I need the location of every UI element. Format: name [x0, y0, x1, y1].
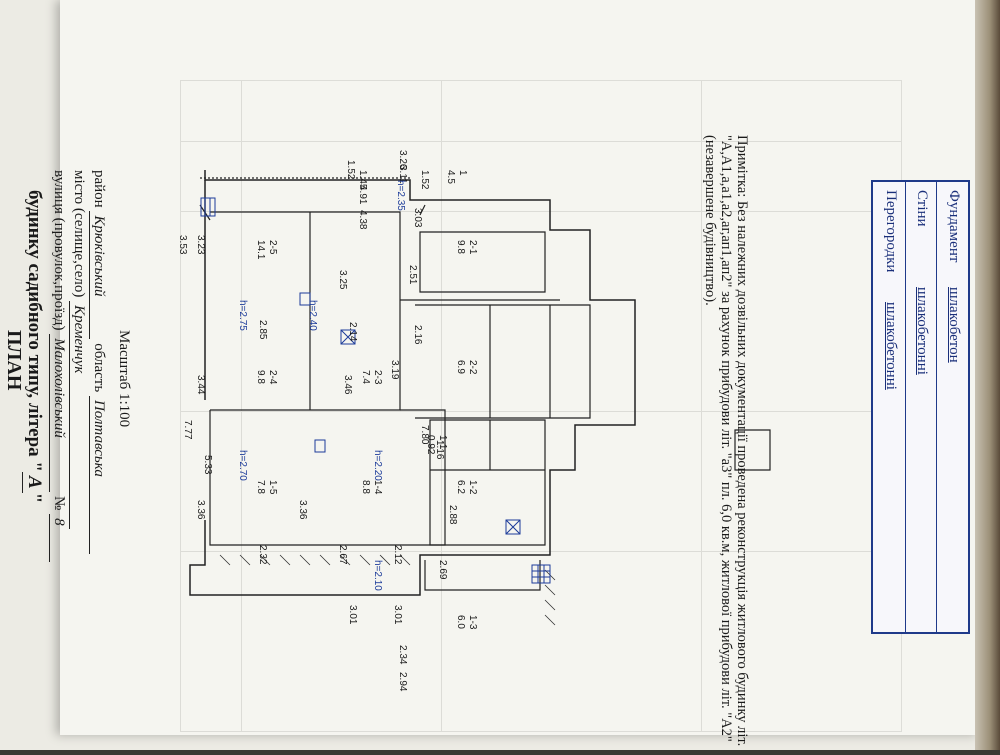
room-1-3-id: 1-3	[467, 615, 478, 630]
room-1-id: 1	[457, 170, 468, 176]
dim-491: 4.91	[357, 185, 368, 205]
room-1-5-id: 1-5	[267, 480, 278, 495]
spec-row-foundation: Фундамент шлакобетон	[937, 182, 968, 632]
room-2-3-area: 7.4	[360, 370, 371, 384]
dim-251: 2.51	[407, 265, 418, 285]
dim-234: 2.34	[397, 645, 408, 665]
room-2-4-area: 9.8	[255, 370, 266, 384]
dim-152b: 1.52	[345, 160, 356, 180]
dim-116: 1.16	[434, 440, 445, 460]
room-1-1-area: 0.92	[425, 435, 436, 455]
dim-777: 7.77	[182, 420, 193, 440]
materials-box: Фундамент шлакобетон Стіни шлакобетонні …	[871, 180, 970, 634]
height-240: h=2.40	[307, 300, 318, 331]
dim-288: 2.88	[447, 505, 458, 525]
room-1-1-id: 1-1	[437, 435, 448, 450]
dim-326: 3.26	[397, 150, 408, 170]
spec-partitions-label: Перегородки	[883, 190, 899, 273]
dim-336: 3.36	[195, 500, 206, 520]
dim-533: 5.33	[202, 455, 213, 475]
room-2-5-area: 14.1	[255, 240, 266, 260]
dim-325: 3.25	[337, 270, 348, 290]
room-2-1-area: 9.8	[455, 240, 466, 254]
dim-145: 1.45	[357, 170, 368, 190]
spec-partitions-value: шлакобетонні	[883, 302, 899, 390]
dim-214: 2.14	[347, 322, 358, 342]
spec-walls-value: шлакобетонні	[914, 287, 930, 375]
room-1-5-area: 7.8	[255, 480, 266, 494]
spec-row-walls: Стіни шлакобетонні	[905, 182, 937, 632]
dim-294: 2.94	[397, 672, 408, 692]
spec-foundation-value: шлакобетон	[946, 287, 962, 363]
dim-438: 4.38	[357, 210, 368, 230]
height-210: h=2.10	[372, 560, 383, 591]
dim-780: 7.80	[419, 425, 430, 445]
room-2-3-id: 2-3	[372, 370, 383, 385]
room-1-4-id: 1-4	[372, 480, 383, 495]
dim-303: 3.03	[412, 208, 423, 228]
dim-319: 3.19	[389, 360, 400, 380]
dim-267: 2.67	[337, 545, 348, 565]
room-1-2-id: 1-2	[467, 480, 478, 495]
dim-344: 3.44	[195, 375, 206, 395]
dim-353: 3.53	[177, 235, 188, 255]
room-1-4-area: 8.8	[360, 480, 371, 494]
dim-285: 2.85	[257, 320, 268, 340]
show-through-table	[180, 80, 902, 732]
dim-346: 3.46	[342, 375, 353, 395]
note-text: Примітка: Без належних дозвільних докуме…	[702, 135, 750, 747]
spec-walls-label: Стіни	[914, 190, 930, 227]
height-235: h=2.35	[395, 180, 406, 211]
dim-301: 3.01	[392, 605, 403, 625]
dim-336b: 3.36	[297, 500, 308, 520]
dim-232: 2.32	[257, 545, 268, 565]
document-sheet	[60, 0, 980, 735]
dim-216: 2.16	[412, 325, 423, 345]
room-2-2-id: 2-2	[467, 360, 478, 375]
table-edge	[975, 0, 1000, 750]
spec-row-partitions: Перегородки шлакобетонні	[874, 182, 906, 632]
dim-152: 1.52	[419, 170, 430, 190]
room-1-2-area: 6.2	[455, 480, 466, 494]
height-275: h=2.75	[237, 300, 248, 331]
spec-foundation-label: Фундамент	[946, 190, 962, 263]
dim-323: 3.23	[195, 235, 206, 255]
dim-212: 2.12	[392, 545, 403, 565]
room-1-area: 4.5	[445, 170, 456, 184]
room-2-1-id: 2-1	[467, 240, 478, 255]
dim-269: 2.69	[437, 560, 448, 580]
dim-311: 3.11	[397, 165, 408, 184]
height-220: h=2.20	[372, 450, 383, 481]
room-2-4-id: 2-4	[267, 370, 278, 385]
height-270: h=2.70	[237, 450, 248, 481]
room-1-3-area: 6.0	[455, 615, 466, 629]
dim-301b: 3.01	[347, 605, 358, 625]
room-2-2-area: 6.9	[455, 360, 466, 374]
room-2-5-id: 2-5	[267, 240, 278, 255]
